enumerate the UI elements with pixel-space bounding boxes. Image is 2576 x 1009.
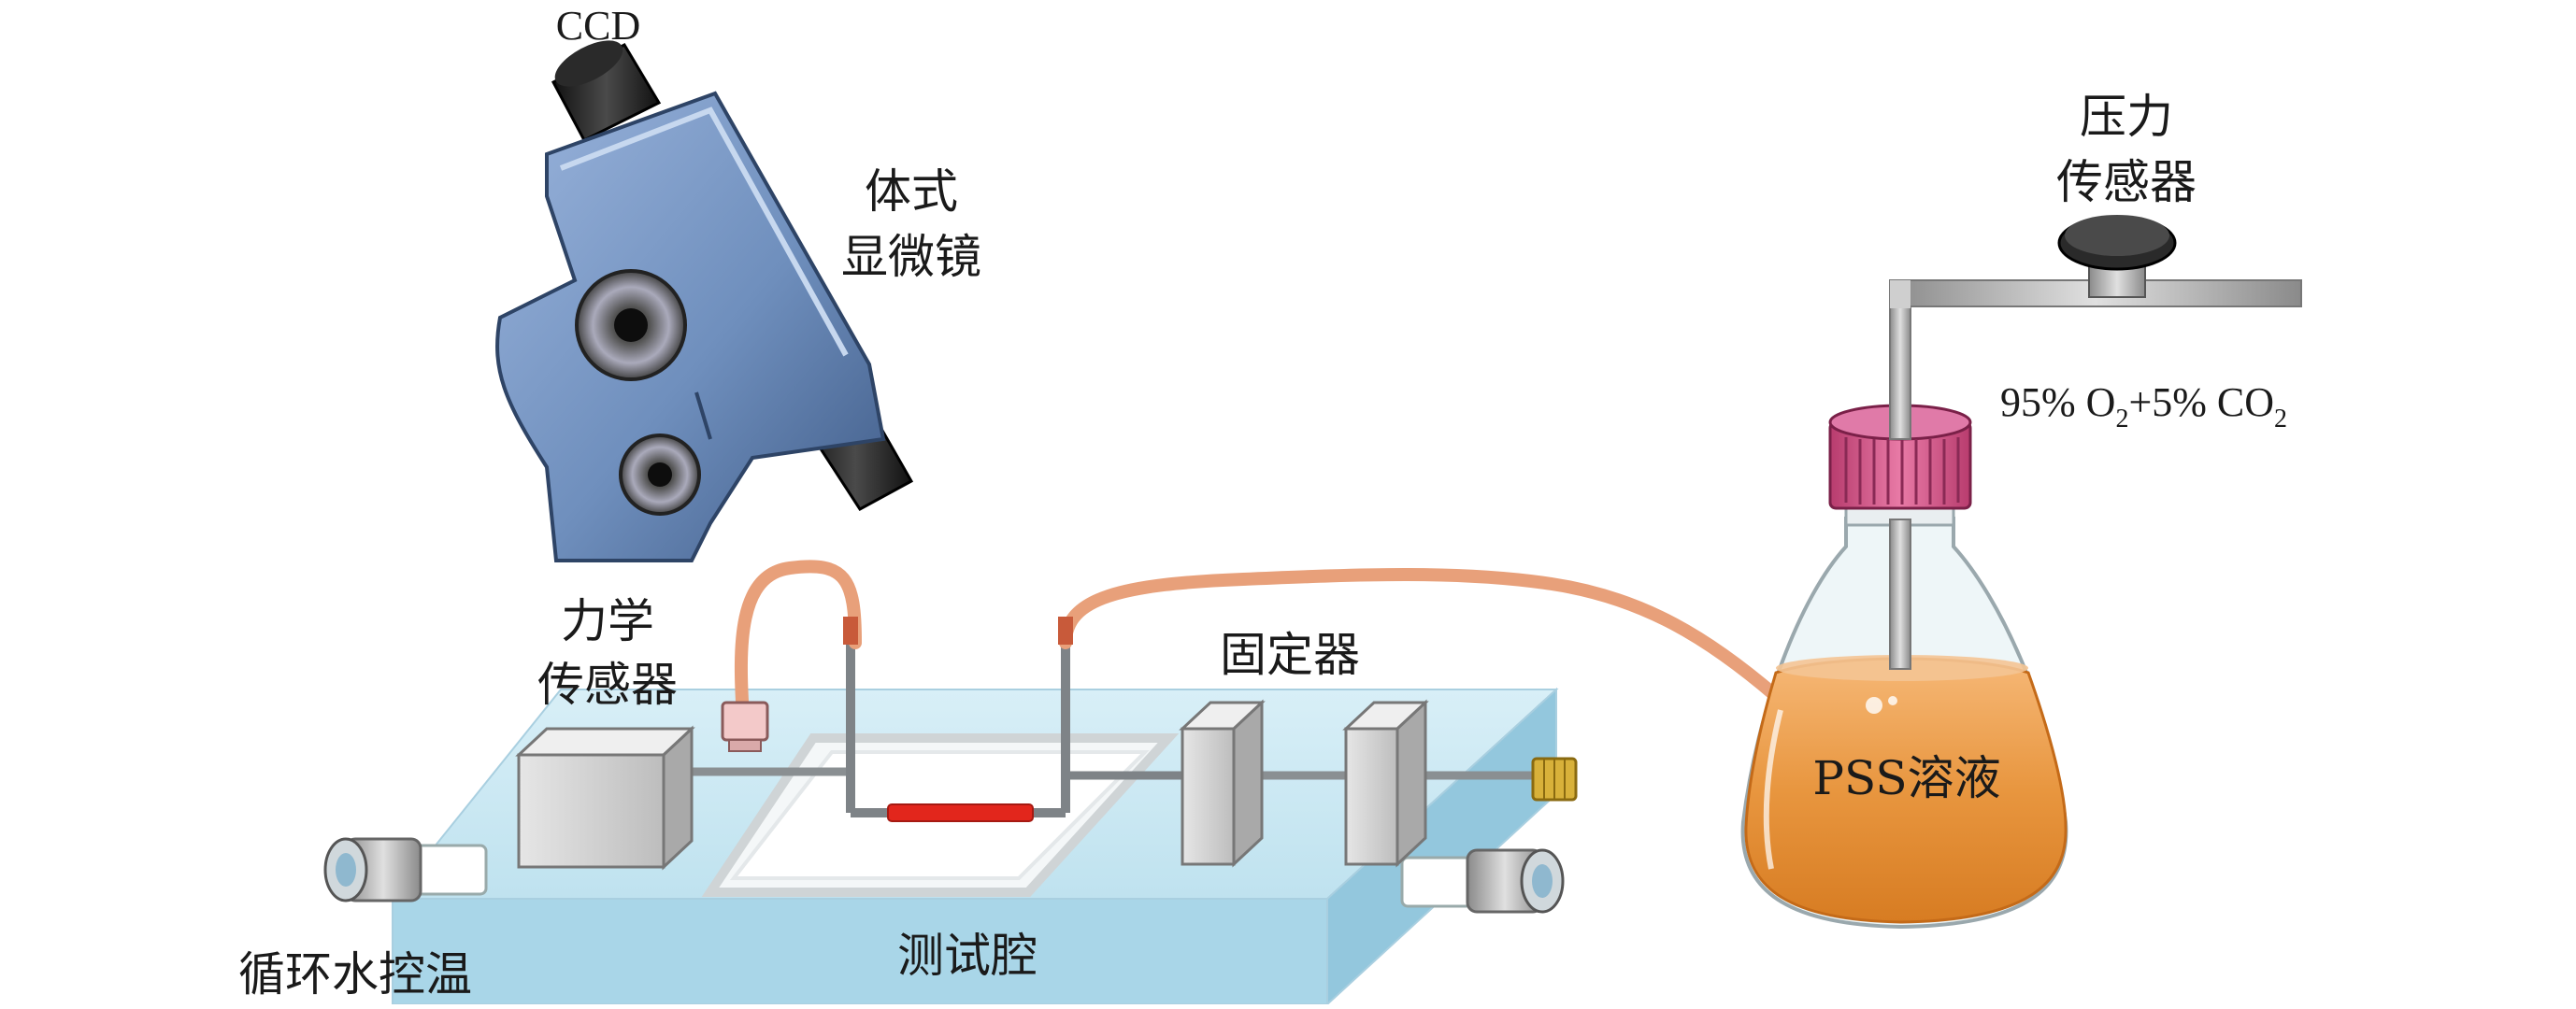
flask [1740, 404, 2068, 930]
fixture-label: 固定器 [1220, 628, 1360, 682]
gas-part2: +5% CO [2128, 379, 2274, 425]
tubing-connector [721, 701, 769, 752]
gas-part1: 95% O [2000, 379, 2115, 425]
gas-sub1: 2 [2115, 405, 2128, 433]
water-inlet-fitting [323, 837, 488, 902]
water-temp-control-label: 循环水控温 [238, 947, 472, 1002]
cannula-rods [668, 643, 1542, 817]
pressure-sensor-device [2057, 215, 2177, 298]
stereo-microscope [495, 40, 914, 562]
stereo-microscope-label-line2: 显微镜 [841, 230, 981, 284]
force-sensor-box [515, 725, 695, 871]
force-sensor-label-line2: 传感器 [537, 658, 678, 712]
force-sensor-label-line1: 力学 [561, 594, 654, 648]
pss-solution-label: PSS溶液 [1812, 751, 2000, 805]
pressure-sensor-label-line1: 压力 [2080, 90, 2173, 144]
gas-sub2: 2 [2274, 405, 2287, 433]
fixture-block-1 [1179, 699, 1266, 868]
stereo-microscope-label-line1: 体式 [865, 164, 958, 219]
test-chamber-label: 测试腔 [897, 929, 1038, 983]
water-outlet-fitting [1400, 848, 1565, 914]
blood-vessel-sample [887, 803, 1034, 822]
ccd-label: CCD [556, 3, 640, 49]
adjustment-knob [1531, 757, 1578, 802]
pressure-sensor-label-line2: 传感器 [2056, 155, 2197, 209]
fixture-block-2 [1342, 699, 1429, 868]
gas-mixture-label: 95% O2+5% CO2 [2000, 379, 2287, 433]
tubing-tips [843, 617, 1073, 645]
